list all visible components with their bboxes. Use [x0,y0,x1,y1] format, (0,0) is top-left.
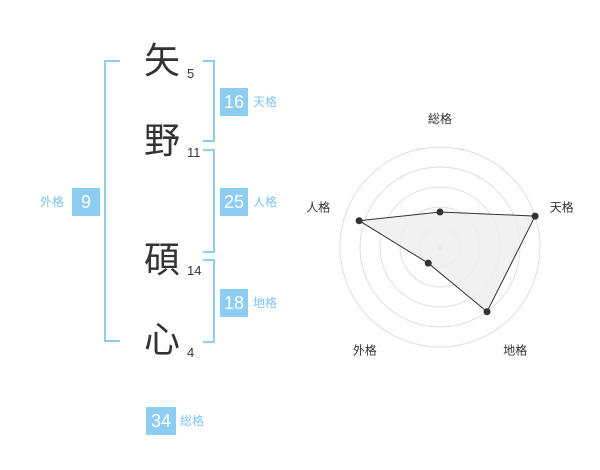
chikaku-score: 18 [220,289,248,317]
radar-axis-label: 総格 [428,111,452,126]
radar-axis-label: 地格 [503,343,527,358]
stroke-count-3: 14 [187,263,202,278]
radar-point [436,208,444,216]
chikaku-label: 地格 [253,296,278,310]
name-char-3: 碩 [143,240,180,281]
radar-ring [339,146,541,348]
stroke-count-4: 4 [187,345,195,360]
stroke-count-2: 11 [187,145,201,160]
name-char-4: 心 [143,320,180,361]
gaikaku-score: 9 [72,188,100,216]
radar-axis-label: 人格 [306,199,330,214]
tenkaku-label: 天格 [253,95,278,109]
radar-points [355,208,539,316]
jinkaku-bracket [203,149,215,253]
radar-data-area [357,211,536,313]
radar-point [483,308,491,316]
jinkaku-score: 25 [220,188,248,216]
radar-point [531,212,539,220]
gaikaku-bracket [104,60,120,342]
radar-axis-label: 外格 [353,343,377,358]
name-char-2: 野 [143,121,180,162]
radar-axis-label: 天格 [550,199,574,214]
radar-point [424,259,432,267]
tenkaku-score: 16 [220,88,248,116]
soukaku-label: 総格 [180,414,205,428]
name-char-1: 矢 [143,41,180,82]
chikaku-bracket [203,259,215,343]
tenkaku-bracket [203,60,215,142]
soukaku-score: 34 [146,407,176,435]
radar-point [355,217,363,225]
gaikaku-label: 外格 [40,195,65,209]
stroke-count-1: 5 [187,66,195,81]
jinkaku-label: 人格 [253,195,278,209]
